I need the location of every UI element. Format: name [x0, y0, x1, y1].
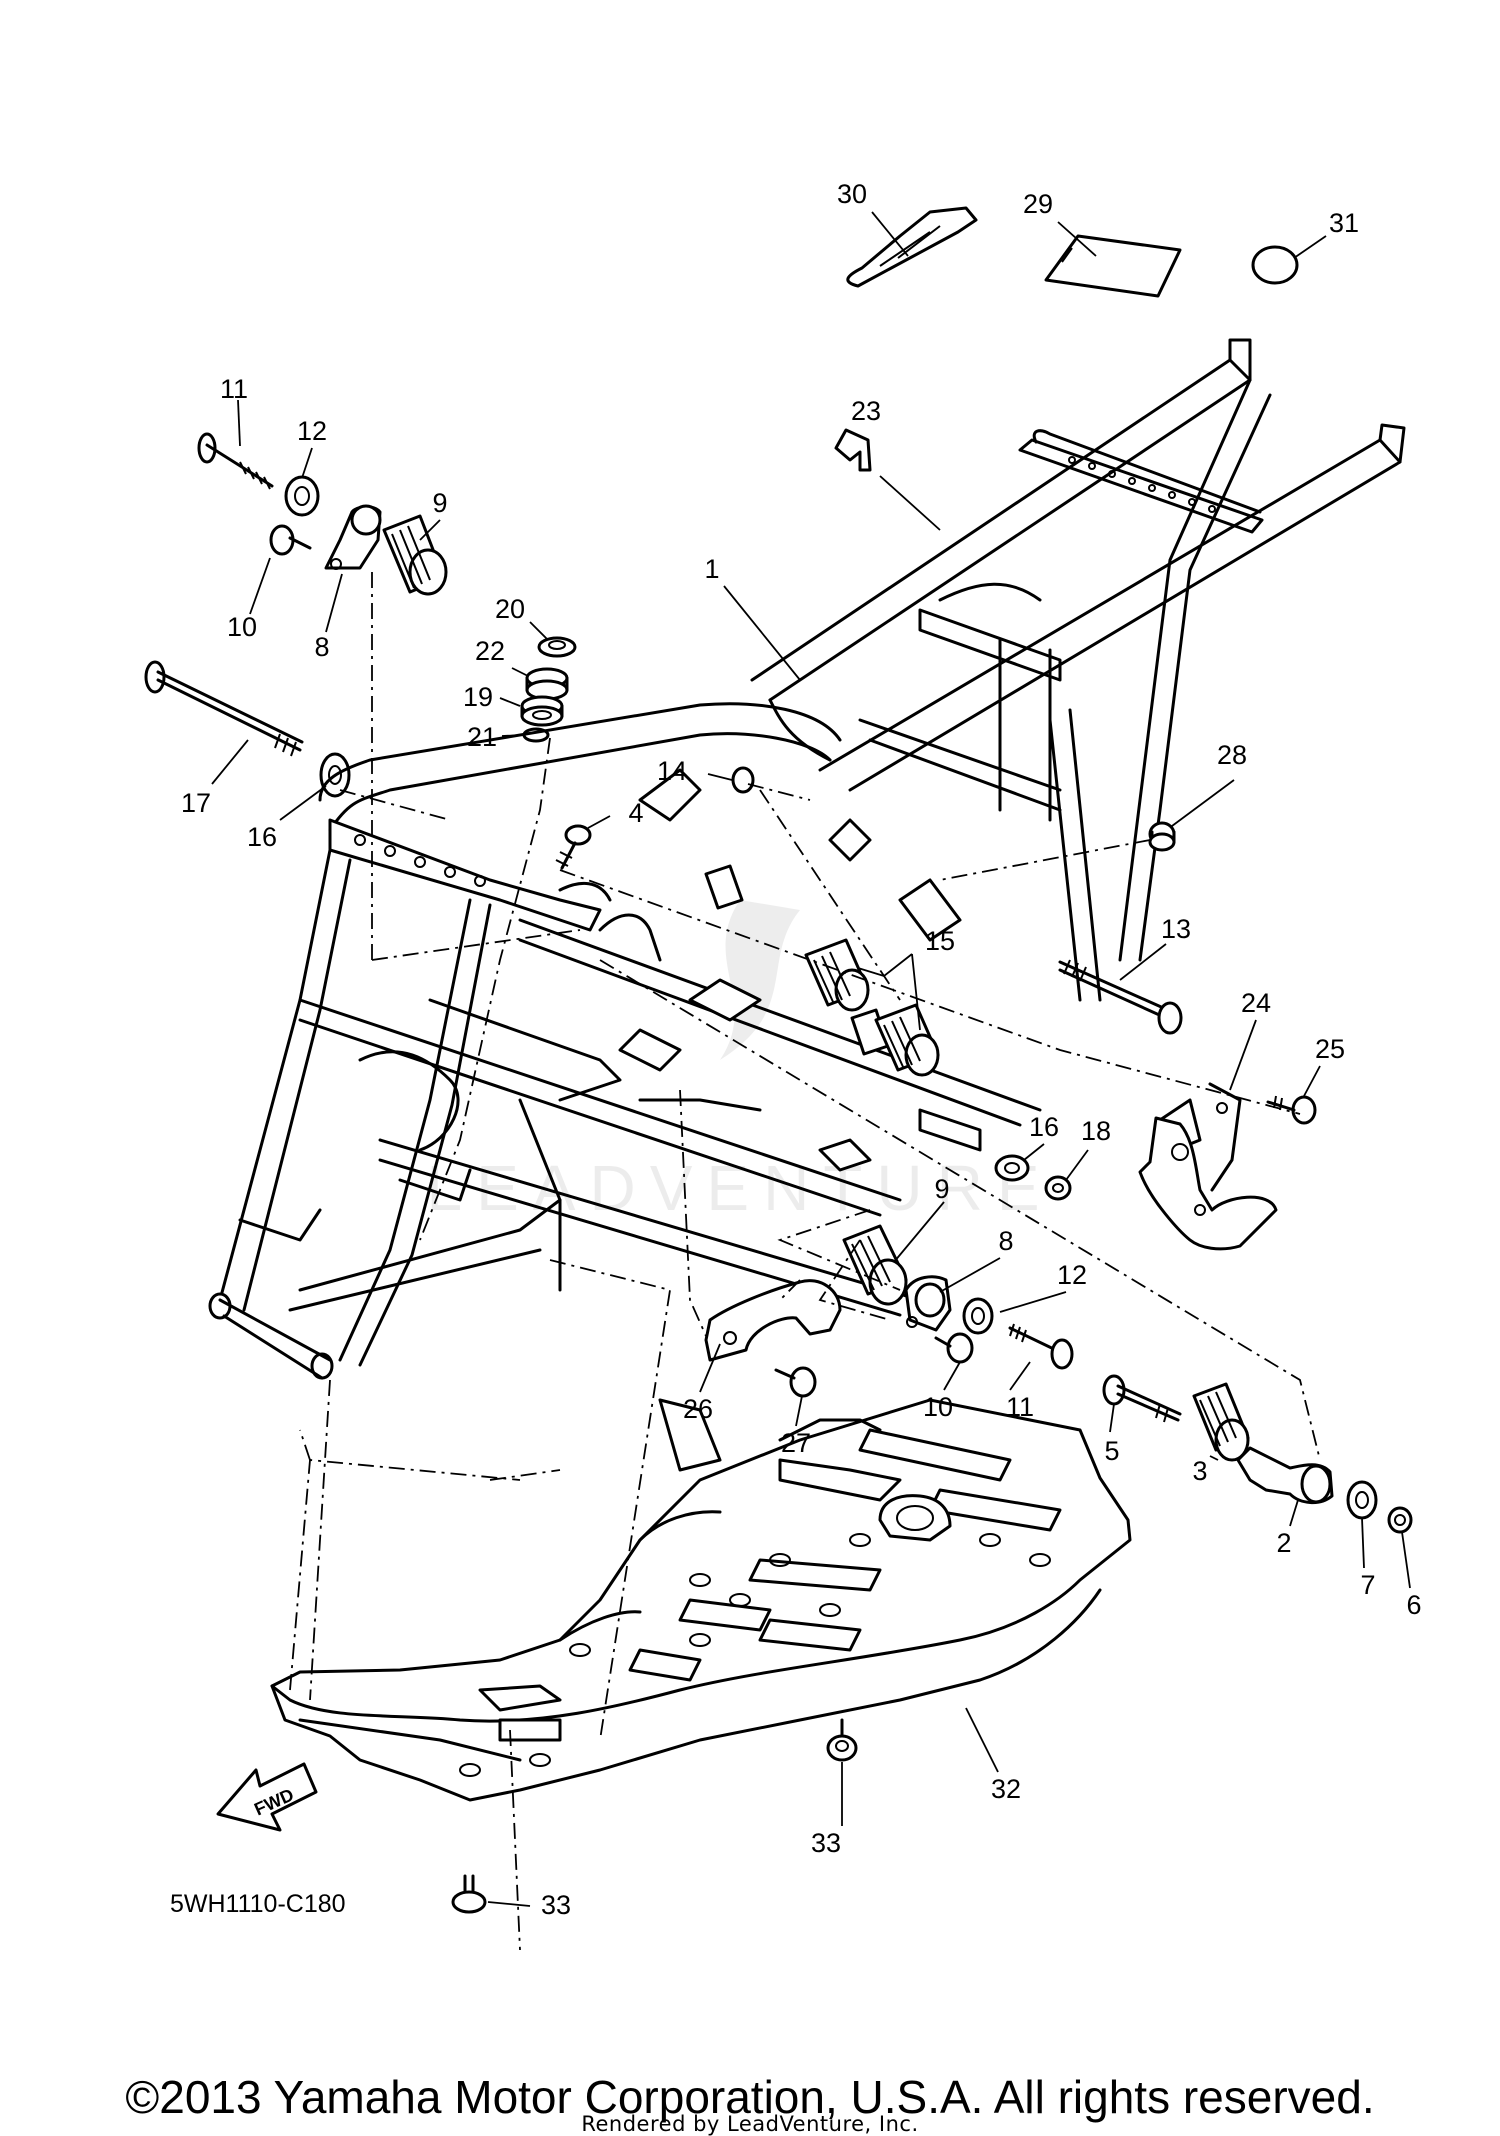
- callout-13: 13: [1161, 914, 1191, 944]
- leader-lines: [211, 211, 1411, 1907]
- rendered-by-credit: Rendered by LeadVenture, Inc.: [581, 2112, 919, 2136]
- part-15-bushings[interactable]: [804, 938, 940, 1077]
- part-10-bolt-upper[interactable]: [269, 524, 312, 556]
- alignment-lines: [289, 572, 1321, 1951]
- fwd-arrow-icon: FWD: [216, 1762, 318, 1832]
- part-33-bolt-bottom[interactable]: [451, 1874, 487, 1914]
- part-14-grommet[interactable]: [731, 766, 755, 794]
- part-11-bolt-lower[interactable]: [1008, 1323, 1074, 1370]
- callout-8-upper: 8: [314, 632, 329, 662]
- callout-6: 6: [1406, 1590, 1421, 1620]
- callout-12-lower: 12: [1057, 1260, 1087, 1290]
- callout-22: 22: [475, 636, 505, 666]
- part-9-bushing-lower[interactable]: [842, 1224, 908, 1306]
- part-33-bolt-right[interactable]: [826, 1718, 858, 1762]
- callout-11-upper: 11: [220, 374, 248, 404]
- part-13-long-bolt[interactable]: [1058, 959, 1183, 1035]
- callout-16-lower: 16: [1029, 1112, 1059, 1142]
- callout-19: 19: [463, 682, 493, 712]
- callout-3: 3: [1192, 1456, 1207, 1486]
- part-3-bushing[interactable]: [1192, 1382, 1250, 1462]
- part-8-bracket-lower[interactable]: [904, 1275, 952, 1332]
- callout-9-lower: 9: [934, 1174, 949, 1204]
- part-30-tool[interactable]: [846, 206, 978, 288]
- callout-26: 26: [683, 1394, 713, 1424]
- callout-16-upper: 16: [247, 822, 277, 852]
- watermark: LEADVENTURE: [427, 900, 1054, 1224]
- callout-12-upper: 12: [297, 416, 327, 446]
- callout-18: 18: [1081, 1116, 1111, 1146]
- callout-30: 30: [837, 179, 867, 209]
- part-32-skid-plate[interactable]: [270, 1398, 1132, 1802]
- part-18-nut[interactable]: [1044, 1175, 1072, 1201]
- part-29-label-plate[interactable]: [1044, 234, 1182, 298]
- callout-1: 1: [704, 554, 719, 584]
- callout-4: 4: [628, 798, 643, 828]
- part-28-grommet[interactable]: [1148, 821, 1176, 852]
- callout-10-lower: 10: [923, 1392, 953, 1422]
- part-12-collar-lower[interactable]: [962, 1297, 994, 1335]
- callout-28: 28: [1217, 740, 1247, 770]
- part-5-bolt[interactable]: [1102, 1374, 1182, 1423]
- part-20-washer[interactable]: [537, 636, 577, 658]
- callout-8-lower: 8: [998, 1226, 1013, 1256]
- part-1-main-frame[interactable]: [208, 338, 1406, 1380]
- callout-33-bottom: 33: [541, 1890, 571, 1920]
- part-19-bearing[interactable]: [520, 695, 564, 727]
- part-10-bolt-lower[interactable]: [934, 1332, 974, 1364]
- part-17-long-bolt[interactable]: [144, 660, 304, 757]
- callout-labels: 30 29 31 11 12 9 10 8 23 1 20 22 19 21 1…: [181, 179, 1422, 1920]
- part-22-damper[interactable]: [525, 667, 569, 701]
- part-24-bracket[interactable]: [1138, 1082, 1278, 1251]
- callout-9-upper: 9: [432, 488, 447, 518]
- callout-15: 15: [925, 926, 955, 956]
- callout-23: 23: [851, 396, 881, 426]
- part-6-nut[interactable]: [1387, 1506, 1413, 1534]
- part-31-o-ring[interactable]: [1251, 245, 1299, 285]
- callout-24: 24: [1241, 988, 1271, 1018]
- callout-17: 17: [181, 788, 211, 818]
- callout-10-upper: 10: [227, 612, 257, 642]
- copyright-notice: ©2013 Yamaha Motor Corporation, U.S.A. A…: [125, 2071, 1375, 2123]
- callout-25: 25: [1315, 1034, 1345, 1064]
- callout-20: 20: [495, 594, 525, 624]
- callout-2: 2: [1276, 1528, 1291, 1558]
- callout-7: 7: [1360, 1570, 1375, 1600]
- callout-5: 5: [1104, 1436, 1119, 1466]
- callout-31: 31: [1329, 208, 1359, 238]
- part-26-bracket[interactable]: [704, 1279, 842, 1362]
- part-7-collar[interactable]: [1346, 1480, 1378, 1520]
- callout-21: 21: [467, 722, 497, 752]
- svg-text:LEADVENTURE: LEADVENTURE: [427, 1152, 1054, 1224]
- part-27-bolt[interactable]: [774, 1366, 817, 1398]
- callout-11-lower: 11: [1006, 1392, 1034, 1422]
- part-2-bracket[interactable]: [1236, 1446, 1334, 1504]
- part-12-collar-upper[interactable]: [284, 475, 320, 517]
- part-16-collar-lower[interactable]: [994, 1154, 1030, 1182]
- part-9-bushing-upper[interactable]: [382, 514, 448, 596]
- callout-29: 29: [1023, 189, 1053, 219]
- callout-33-right: 33: [811, 1828, 841, 1858]
- callout-14: 14: [657, 756, 687, 786]
- part-4-bolt[interactable]: [555, 824, 592, 870]
- part-11-bolt-upper[interactable]: [197, 432, 274, 490]
- part-25-bolt[interactable]: [1266, 1095, 1317, 1125]
- part-23-bracket[interactable]: [834, 428, 872, 472]
- part-8-bracket-upper[interactable]: [324, 504, 382, 570]
- callout-27: 27: [781, 1428, 811, 1458]
- callout-32: 32: [991, 1774, 1021, 1804]
- part-code: 5WH1110-C180: [170, 1890, 346, 1918]
